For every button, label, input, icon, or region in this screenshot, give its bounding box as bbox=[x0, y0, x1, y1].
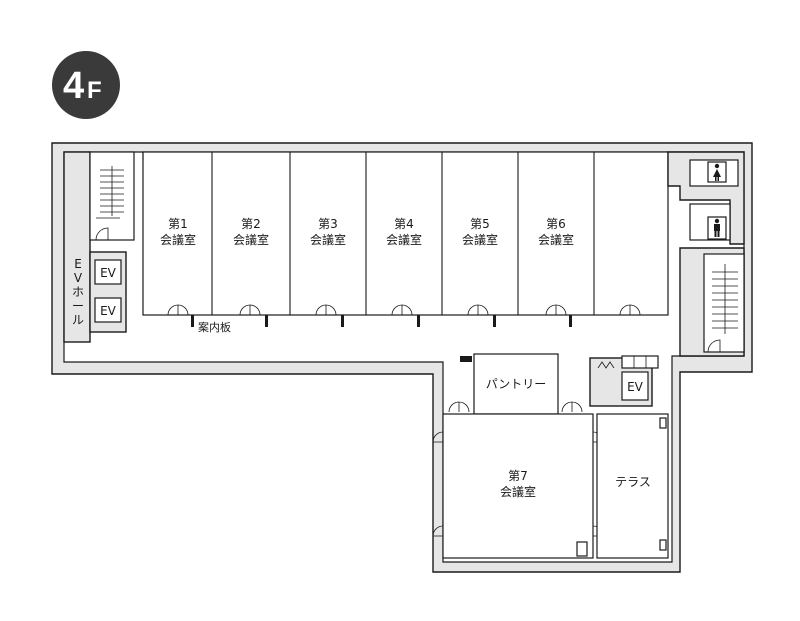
floor-badge-number: 4 bbox=[63, 65, 84, 107]
elevator-3 bbox=[621, 371, 649, 401]
room-3-number: 第3 bbox=[318, 217, 338, 231]
conference-rooms-row bbox=[142, 151, 669, 316]
ev-hall-area: E V ホ ー ル EV EV bbox=[63, 151, 135, 343]
ev-hall-char-2: V bbox=[74, 271, 83, 285]
female-restroom-icon bbox=[713, 163, 721, 181]
terrace-label: テラス bbox=[615, 475, 651, 489]
room-4-name: 会議室 bbox=[386, 232, 422, 247]
room-7-number: 第7 bbox=[508, 469, 528, 483]
floor-badge: 4 F bbox=[52, 51, 120, 119]
ev-3-area: EV bbox=[589, 355, 659, 407]
rooms-block bbox=[142, 151, 669, 316]
pantry: パントリー bbox=[448, 353, 583, 415]
room-5-name: 会議室 bbox=[462, 232, 498, 247]
ev-hall-char-4: ー bbox=[72, 299, 84, 313]
room-2-number: 第2 bbox=[241, 217, 261, 231]
pantry-label: パントリー bbox=[486, 377, 547, 391]
room-3-name: 会議室 bbox=[310, 232, 346, 247]
room-2-name: 会議室 bbox=[233, 232, 269, 247]
info-board-label: 案内板 bbox=[198, 320, 231, 334]
room-1-number: 第1 bbox=[168, 217, 188, 231]
terrace-area bbox=[596, 413, 669, 559]
elevator-2 bbox=[94, 297, 122, 323]
room-4-number: 第4 bbox=[394, 217, 414, 231]
terrace: テラス bbox=[596, 413, 669, 559]
room-6-name: 会議室 bbox=[538, 232, 574, 247]
elevator-1 bbox=[94, 259, 122, 285]
pantry-room bbox=[473, 353, 559, 415]
floor-badge-suffix: F bbox=[87, 77, 102, 104]
ev-hall-char-3: ホ bbox=[72, 285, 84, 299]
ev-hall-char-1: E bbox=[74, 257, 82, 271]
room-1-name: 会議室 bbox=[160, 232, 196, 247]
room-7-name: 会議室 bbox=[500, 484, 536, 499]
conference-room-7: 第7 会議室 bbox=[432, 413, 604, 559]
room-6-number: 第6 bbox=[546, 217, 566, 231]
elevator-2-label: EV bbox=[100, 304, 117, 318]
floor-badge-circle bbox=[52, 51, 120, 119]
left-wall-block bbox=[63, 151, 91, 343]
male-restroom-icon bbox=[714, 218, 720, 237]
room-7 bbox=[442, 413, 594, 559]
right-stairwell bbox=[703, 253, 745, 353]
ev-hall-char-5: ル bbox=[72, 313, 84, 327]
room-doors bbox=[167, 304, 641, 327]
elevator-1-label: EV bbox=[100, 266, 117, 280]
room-labels: 第1 会議室 第2 会議室 第3 会議室 第4 会議室 第5 会議室 第6 会議… bbox=[160, 217, 574, 247]
elevator-3-label: EV bbox=[627, 380, 644, 394]
right-service-area bbox=[667, 151, 745, 357]
room-5-number: 第5 bbox=[470, 217, 490, 231]
